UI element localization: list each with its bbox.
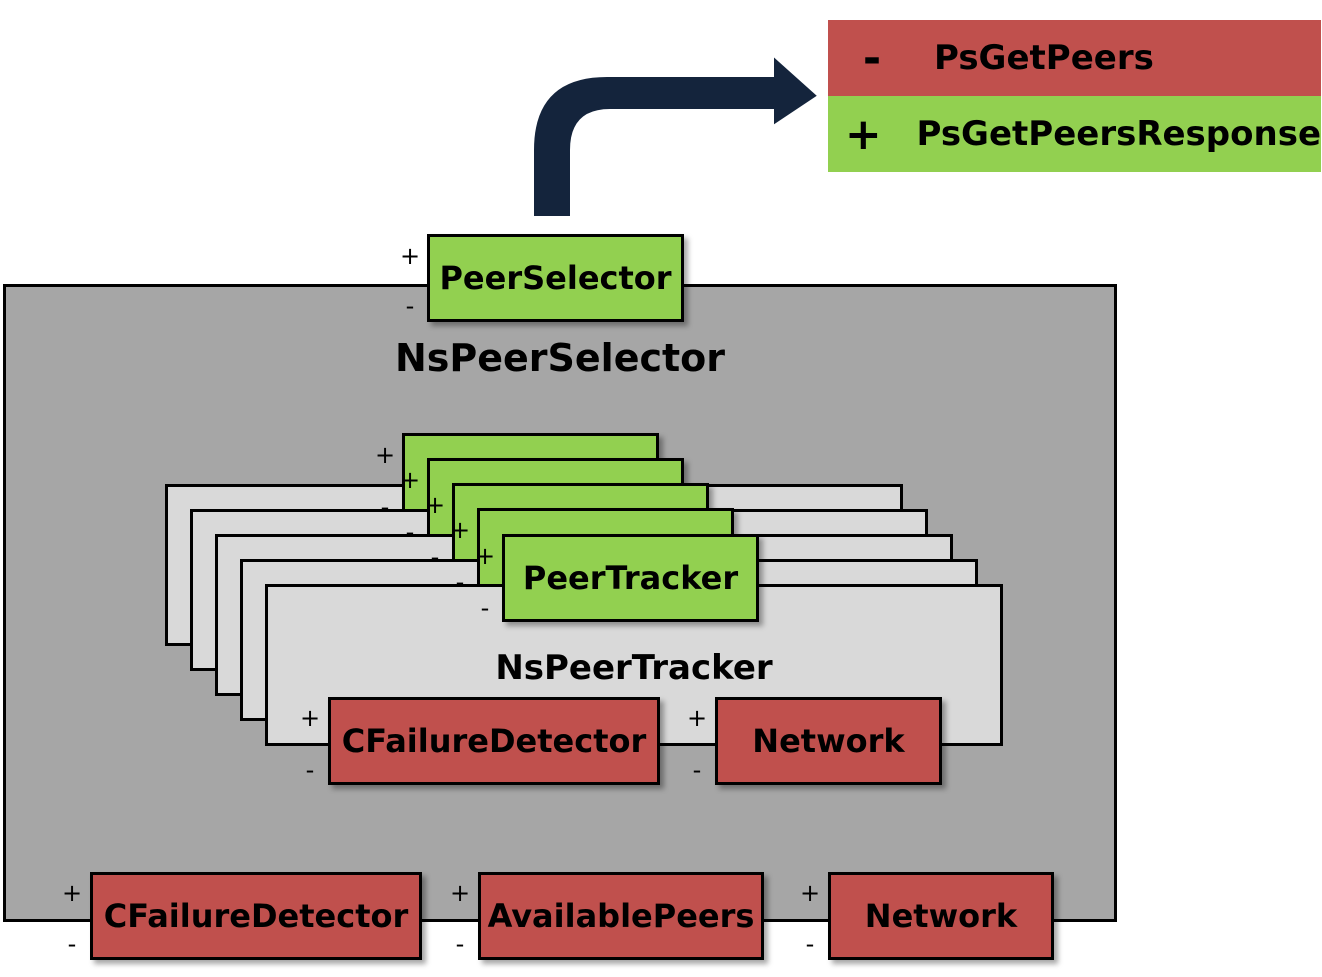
inner-cfailure-detector-label: CFailureDetector <box>341 722 647 760</box>
legend-plus-label: PsGetPeersResponse <box>916 114 1322 154</box>
peer-selector-plus: + <box>400 242 421 270</box>
peer-tracker-port: PeerTracker <box>502 534 759 622</box>
peer-tracker-minus: - <box>480 594 490 622</box>
peer-selector-minus: - <box>405 292 415 320</box>
inner-cfailure-detector-plus: + <box>300 704 321 732</box>
legend-minus-label: PsGetPeers <box>934 38 1154 78</box>
outer-network-label: Network <box>864 897 1018 935</box>
outer-available-peers-port: AvailablePeers <box>478 872 764 960</box>
outer-available-peers-label: AvailablePeers <box>487 897 755 935</box>
legend-row-minus: - PsGetPeers <box>828 20 1321 96</box>
outer-available-peers-minus: - <box>455 930 465 958</box>
legend: - PsGetPeers + PsGetPeersResponse <box>828 20 1321 172</box>
layer-plus-sign: + <box>450 516 471 544</box>
layer-plus-sign: + <box>425 491 446 519</box>
layer-minus-sign: - <box>430 543 440 571</box>
layer-minus-sign: - <box>405 518 415 546</box>
inner-cfailure-detector-port: CFailureDetector <box>328 697 660 785</box>
arrow-shape <box>530 48 824 220</box>
outer-network-plus: + <box>800 879 821 907</box>
outer-network-minus: - <box>805 930 815 958</box>
layer-plus-sign: + <box>400 466 421 494</box>
legend-row-plus: + PsGetPeersResponse <box>828 96 1321 172</box>
outer-cfailure-detector-label: CFailureDetector <box>103 897 409 935</box>
inner-cfailure-detector-minus: - <box>305 756 315 784</box>
inner-component-title: NsPeerTracker <box>495 648 773 688</box>
inner-network-label: Network <box>752 722 905 760</box>
outer-cfailure-detector-minus: - <box>67 930 77 958</box>
inner-network-minus: - <box>692 756 702 784</box>
layer-minus-sign: - <box>380 493 390 521</box>
outer-cfailure-detector-plus: + <box>62 879 83 907</box>
peer-tracker-label: PeerTracker <box>522 559 739 597</box>
inner-network-port: Network <box>715 697 942 785</box>
inner-network-plus: + <box>687 704 708 732</box>
outer-cfailure-detector-port: CFailureDetector <box>90 872 422 960</box>
minus-symbol: - <box>862 32 882 84</box>
outer-available-peers-plus: + <box>450 879 471 907</box>
layer-plus-sign: + <box>375 441 396 469</box>
peer-selector-label: PeerSelector <box>439 259 672 297</box>
outer-component-title: NsPeerSelector <box>394 336 726 380</box>
layer-minus-sign: - <box>455 568 465 596</box>
outer-network-port: Network <box>828 872 1054 960</box>
peer-tracker-plus: + <box>475 542 496 570</box>
plus-symbol: + <box>844 108 882 160</box>
peer-selector-port: PeerSelector <box>427 234 684 322</box>
